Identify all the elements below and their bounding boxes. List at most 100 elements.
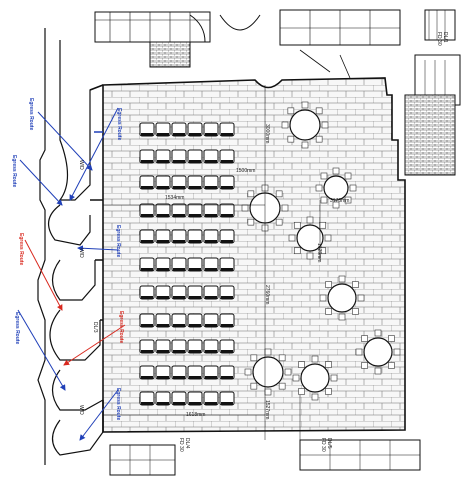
- chair: [219, 229, 235, 244]
- door-label-1: W/D: [78, 160, 84, 170]
- chair: [187, 257, 203, 272]
- chair: [139, 391, 155, 406]
- left-wall: [37, 28, 104, 465]
- chair: [203, 122, 219, 137]
- chair: [171, 203, 187, 218]
- chair: [203, 365, 219, 380]
- chair: [171, 175, 187, 190]
- egress-label-2: Egress Route: [116, 108, 122, 141]
- chair: [171, 365, 187, 380]
- egress-label-4: Egress Route: [115, 225, 121, 258]
- chair: [171, 122, 187, 137]
- round-table: [319, 275, 365, 321]
- chair: [203, 257, 219, 272]
- egress-label-5: Egress Route: [18, 233, 24, 266]
- chair: [155, 203, 171, 218]
- chair: [203, 229, 219, 244]
- dimension-bottom-1: 1618mm: [186, 412, 206, 418]
- chair: [187, 285, 203, 300]
- dimension-right-2: 1625mm: [316, 243, 322, 263]
- chair: [155, 391, 171, 406]
- chair: [171, 313, 187, 328]
- chair: [155, 365, 171, 380]
- chair: [203, 285, 219, 300]
- chair: [139, 229, 155, 244]
- chair: [219, 149, 235, 164]
- round-table: [288, 216, 332, 260]
- chair: [203, 175, 219, 190]
- round-table: [315, 167, 357, 209]
- chair: [203, 203, 219, 218]
- door-label-4: W/D: [78, 405, 84, 415]
- round-table: [355, 329, 401, 375]
- chair: [171, 339, 187, 354]
- chair: [219, 175, 235, 190]
- dimension-lines: [103, 85, 321, 440]
- round-table: [241, 184, 289, 232]
- chair: [139, 149, 155, 164]
- chair: [155, 285, 171, 300]
- chair: [219, 285, 235, 300]
- chair: [219, 313, 235, 328]
- top-structures: [94, 9, 461, 476]
- dimension-mid-2: 1500mm: [236, 168, 256, 174]
- chair: [139, 257, 155, 272]
- round-table: [292, 355, 338, 401]
- egress-label-6: Egress Route: [118, 311, 124, 344]
- chair: [219, 365, 235, 380]
- chair: [139, 203, 155, 218]
- door-label-3: DL/3: [92, 322, 98, 333]
- chair: [203, 313, 219, 328]
- chair: [139, 339, 155, 354]
- round-table: [281, 101, 329, 149]
- egress-label-3: Egress Route: [11, 155, 17, 188]
- chair: [171, 149, 187, 164]
- chair: [203, 391, 219, 406]
- chair: [203, 149, 219, 164]
- chair: [155, 257, 171, 272]
- chair: [187, 313, 203, 328]
- dimension-long: 2760mm: [264, 285, 270, 305]
- chair: [187, 339, 203, 354]
- dimension-top: 3000mm: [264, 124, 270, 144]
- egress-label-7: Egress Route: [14, 312, 20, 345]
- chair: [139, 365, 155, 380]
- seating-block: [139, 122, 235, 406]
- egress-routes: [17, 107, 126, 441]
- chair: [187, 203, 203, 218]
- egress-label-8: Egress Route: [115, 388, 121, 421]
- chair: [187, 229, 203, 244]
- chair: [139, 175, 155, 190]
- chair: [171, 391, 187, 406]
- chair: [187, 391, 203, 406]
- dimension-mid-1: 1534mm: [165, 195, 185, 201]
- dimension-bottom-2: 1527mm: [264, 400, 270, 420]
- chair: [171, 285, 187, 300]
- chair: [187, 149, 203, 164]
- chair: [155, 313, 171, 328]
- door-tag-top-right: DL/1 FD 30: [436, 32, 448, 46]
- chair: [155, 149, 171, 164]
- chair: [139, 313, 155, 328]
- chair: [187, 122, 203, 137]
- chair: [171, 229, 187, 244]
- chair: [219, 257, 235, 272]
- chair: [219, 203, 235, 218]
- chair: [139, 285, 155, 300]
- chair: [155, 339, 171, 354]
- chair: [155, 122, 171, 137]
- chair: [171, 257, 187, 272]
- chair: [203, 339, 219, 354]
- chair: [219, 122, 235, 137]
- door-label-2: W/D: [78, 248, 84, 258]
- door-tag-bottom-left: DL/4 FD 30: [178, 438, 190, 452]
- chair: [219, 391, 235, 406]
- door-tag-bottom-right: DL/5 FD 30: [320, 438, 332, 452]
- chair: [139, 122, 155, 137]
- chair: [187, 175, 203, 190]
- chair: [187, 365, 203, 380]
- chair: [155, 229, 171, 244]
- chair: [155, 175, 171, 190]
- tables: [241, 101, 401, 401]
